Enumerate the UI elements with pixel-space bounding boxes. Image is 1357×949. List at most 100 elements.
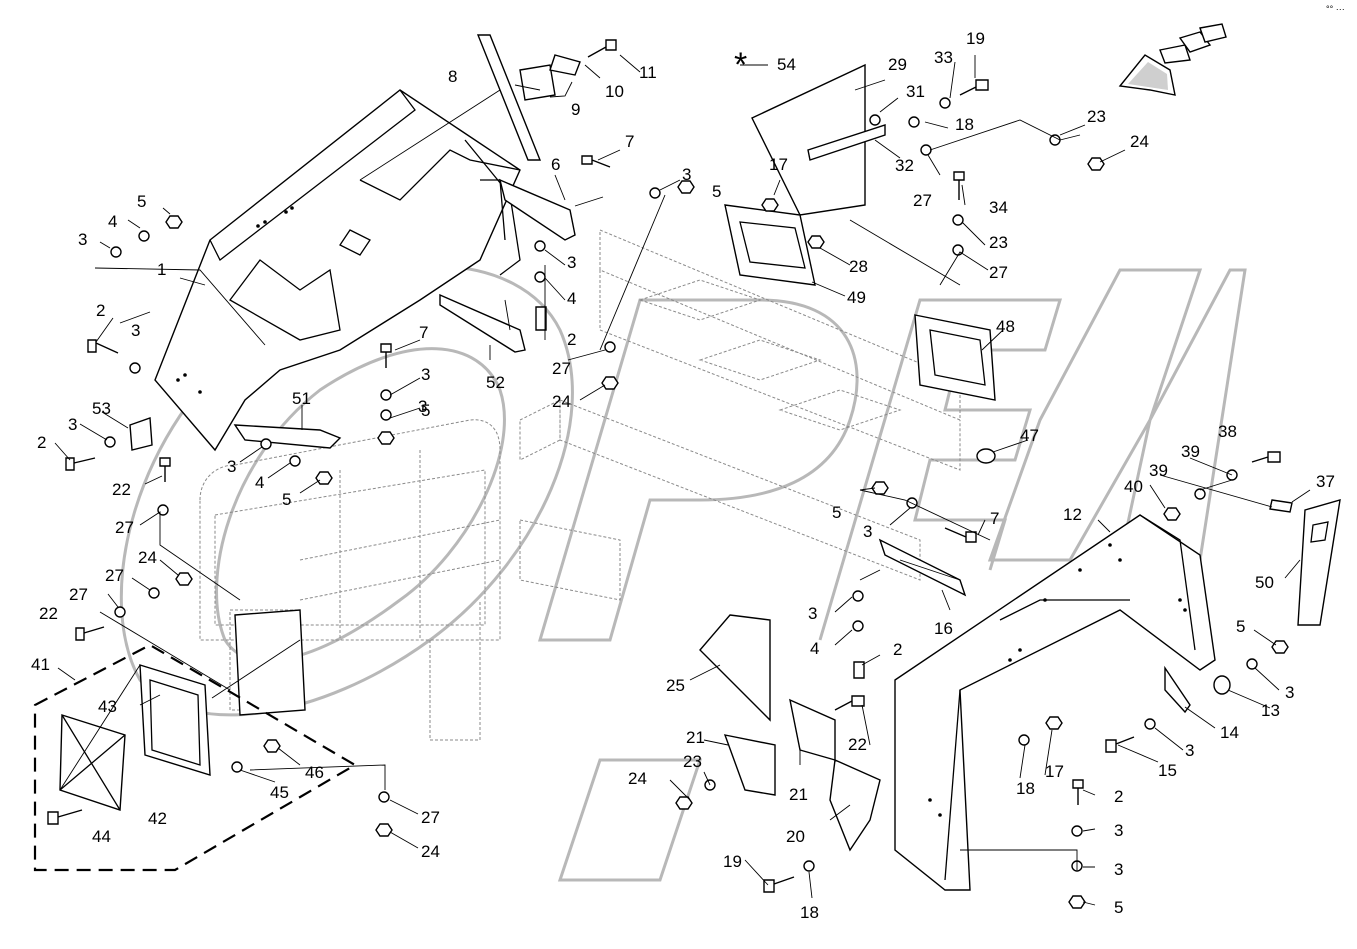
label-part-24: 24	[628, 769, 647, 788]
label-part-3: 3	[227, 457, 236, 476]
label-part-3: 3	[682, 165, 691, 184]
label-part-28: 28	[849, 257, 868, 276]
label-part-4: 4	[810, 639, 819, 658]
svg-text:*: *	[734, 46, 747, 84]
label-part-12: 12	[1063, 505, 1082, 524]
label-part-3: 3	[1114, 860, 1123, 879]
label-part-4: 4	[108, 212, 117, 231]
label-part-2: 2	[1114, 787, 1123, 806]
label-part-7: 7	[419, 323, 428, 342]
label-part-15: 15	[1158, 761, 1177, 780]
label-part-22: 22	[848, 735, 867, 754]
part-labels: 1 2 2 2 2 2 3 3 3 3 3 3 3 3 3 3 3 3 3 3 …	[31, 29, 1335, 922]
label-part-3: 3	[78, 230, 87, 249]
label-part-3: 3	[421, 365, 430, 384]
label-part-2: 2	[893, 640, 902, 659]
label-part-2: 2	[37, 433, 46, 452]
left-fender	[154, 89, 521, 452]
plate-10	[549, 54, 581, 76]
label-part-8: 8	[448, 67, 457, 86]
bracket-14	[1164, 665, 1191, 714]
label-part-27: 27	[69, 585, 88, 604]
label-part-52: 52	[486, 373, 505, 392]
label-part-23: 23	[989, 233, 1008, 252]
label-part-27: 27	[105, 566, 124, 585]
brackets-and-panels	[59, 34, 1341, 852]
hinge-9	[519, 64, 556, 101]
label-part-50: 50	[1255, 573, 1274, 592]
label-part-2: 2	[96, 301, 105, 320]
label-part-54: 54	[777, 55, 796, 74]
label-part-5: 5	[137, 192, 146, 211]
label-part-31: 31	[906, 82, 925, 101]
label-part-45: 45	[270, 783, 289, 802]
label-part-27: 27	[115, 518, 134, 537]
direction-arrow-icon	[1118, 23, 1227, 96]
gasket-48	[914, 314, 996, 401]
label-part-38: 38	[1218, 422, 1237, 441]
bracket-21a	[723, 734, 776, 796]
label-part-11: 11	[639, 63, 657, 82]
label-part-19: 19	[723, 852, 742, 871]
label-part-41: 41	[31, 655, 50, 674]
label-part-7: 7	[990, 509, 999, 528]
label-part-16: 16	[934, 619, 953, 638]
label-part-14: 14	[1220, 723, 1239, 742]
lamp-housing	[234, 609, 306, 716]
label-part-3: 3	[1185, 741, 1194, 760]
label-part-48: 48	[996, 317, 1015, 336]
label-part-4: 4	[255, 473, 264, 492]
label-part-21: 21	[789, 785, 808, 804]
label-part-3: 3	[418, 397, 427, 416]
label-part-29: 29	[888, 55, 907, 74]
handle-51	[233, 424, 342, 449]
label-part-21: 21	[686, 728, 705, 747]
label-part-24: 24	[138, 548, 157, 567]
label-part-44: 44	[92, 827, 111, 846]
bracket-52	[439, 293, 526, 353]
bracket-6	[498, 178, 576, 241]
label-part-27: 27	[989, 263, 1008, 282]
right-fender	[894, 514, 1216, 891]
label-part-46: 46	[305, 763, 324, 782]
leader-lines	[54, 54, 1311, 906]
label-part-22: 22	[112, 480, 131, 499]
label-part-3: 3	[1285, 683, 1294, 702]
label-part-34: 34	[989, 198, 1008, 217]
label-part-51: 51	[292, 389, 311, 408]
label-part-3: 3	[808, 604, 817, 623]
label-part-18: 18	[800, 903, 819, 922]
label-part-24: 24	[421, 842, 440, 861]
label-part-5: 5	[832, 503, 841, 522]
bracket-53	[129, 417, 153, 451]
label-part-10: 10	[605, 82, 624, 101]
label-part-4: 4	[567, 289, 576, 308]
ring-47	[976, 448, 996, 464]
label-part-23: 23	[1087, 107, 1106, 126]
label-part-9: 9	[571, 100, 580, 119]
label-part-39: 39	[1181, 442, 1200, 461]
label-part-18: 18	[1016, 779, 1035, 798]
label-part-47: 47	[1020, 426, 1039, 445]
label-part-5: 5	[282, 490, 291, 509]
label-part-5: 5	[421, 401, 430, 420]
label-part-5: 5	[1236, 617, 1245, 636]
label-part-23: 23	[683, 752, 702, 771]
strip-32	[807, 124, 886, 161]
label-part-37: 37	[1316, 472, 1335, 491]
label-part-32: 32	[895, 156, 914, 175]
label-part-43: 43	[98, 697, 117, 716]
label-part-19: 19	[966, 29, 985, 48]
label-part-25: 25	[666, 676, 685, 695]
label-part-6: 6	[551, 155, 560, 174]
tag-37	[1269, 499, 1293, 513]
watermark-logo	[119, 264, 1247, 882]
bracket-20	[829, 758, 881, 852]
label-part-33: 33	[934, 48, 953, 67]
panel-50	[1297, 499, 1341, 626]
star-marker: *	[734, 46, 747, 84]
label-part-27: 27	[913, 191, 932, 210]
frame-43	[139, 664, 211, 776]
label-part-3: 3	[131, 321, 140, 340]
chassis-frame	[199, 229, 961, 741]
